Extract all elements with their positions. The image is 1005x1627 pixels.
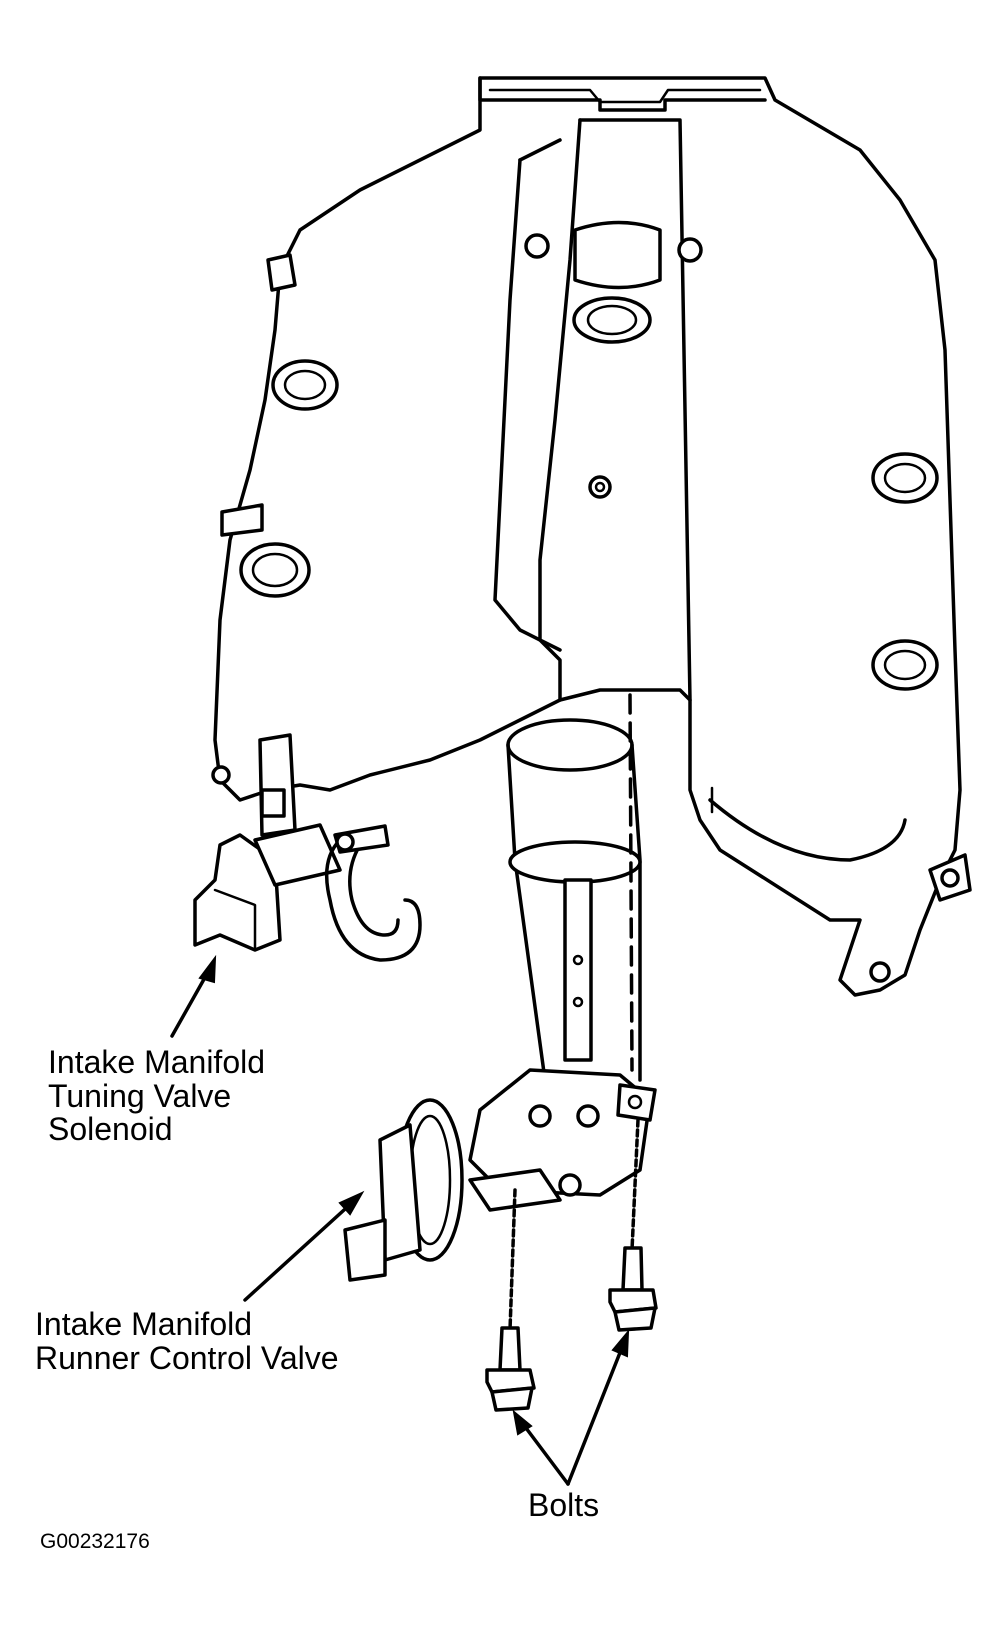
- leader-arrows: [170, 954, 630, 1486]
- bolt-right: [608, 1118, 658, 1332]
- runner-control-valve: [343, 1068, 657, 1282]
- runner-valve-label: Intake Manifold Runner Control Valve: [35, 1306, 339, 1376]
- solenoid-label: Intake Manifold Tuning Valve Solenoid: [48, 1044, 266, 1148]
- bolts-label: Bolts: [528, 1487, 600, 1523]
- solenoid-label-line-1: Intake Manifold: [48, 1044, 266, 1080]
- solenoid-label-line-3: Solenoid: [48, 1111, 173, 1148]
- bolt-left: [485, 1188, 536, 1412]
- intake-manifold-body: [211, 76, 972, 997]
- runner-label-line-2: Runner Control Valve: [35, 1339, 339, 1376]
- figure-id: G00232176: [40, 1530, 150, 1553]
- solenoid-label-line-2: Tuning Valve: [48, 1077, 232, 1114]
- tuning-valve-solenoid: [193, 733, 422, 962]
- runner-label-line-1: Intake Manifold: [35, 1306, 253, 1342]
- runner-shaft: [506, 693, 642, 1082]
